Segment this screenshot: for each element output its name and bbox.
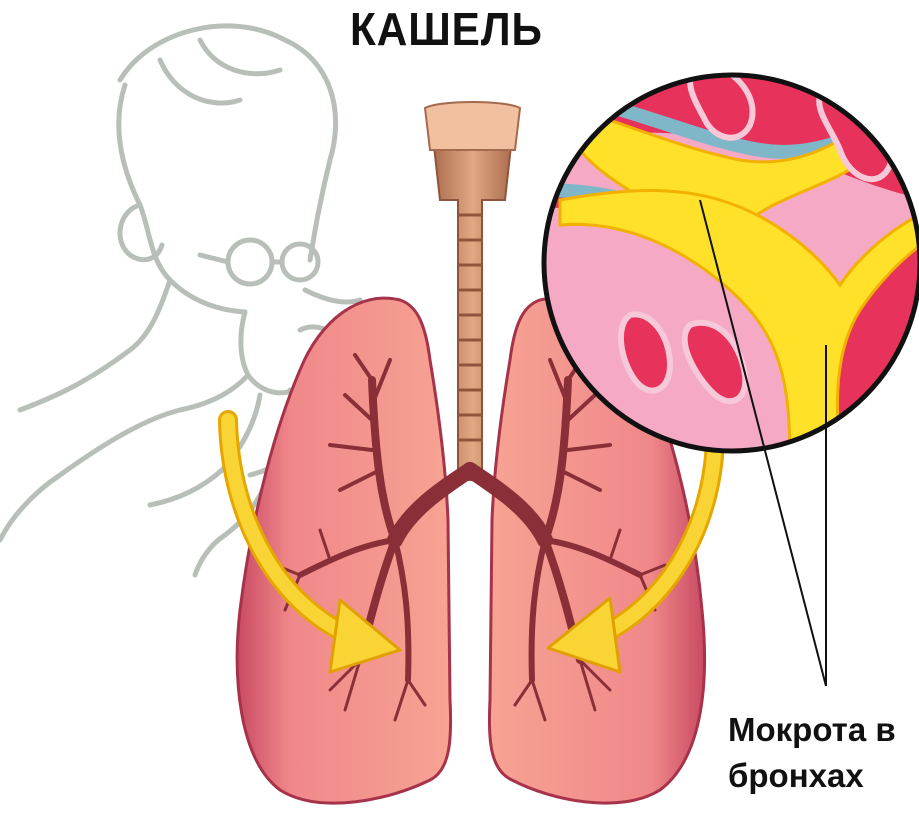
callout-line-2: бронхах xyxy=(728,753,918,799)
sputum-callout-label: Мокрота в бронхах xyxy=(728,707,918,799)
page-title: КАШЕЛЬ xyxy=(350,2,543,56)
callout-line-1: Мокрота в xyxy=(728,707,918,753)
